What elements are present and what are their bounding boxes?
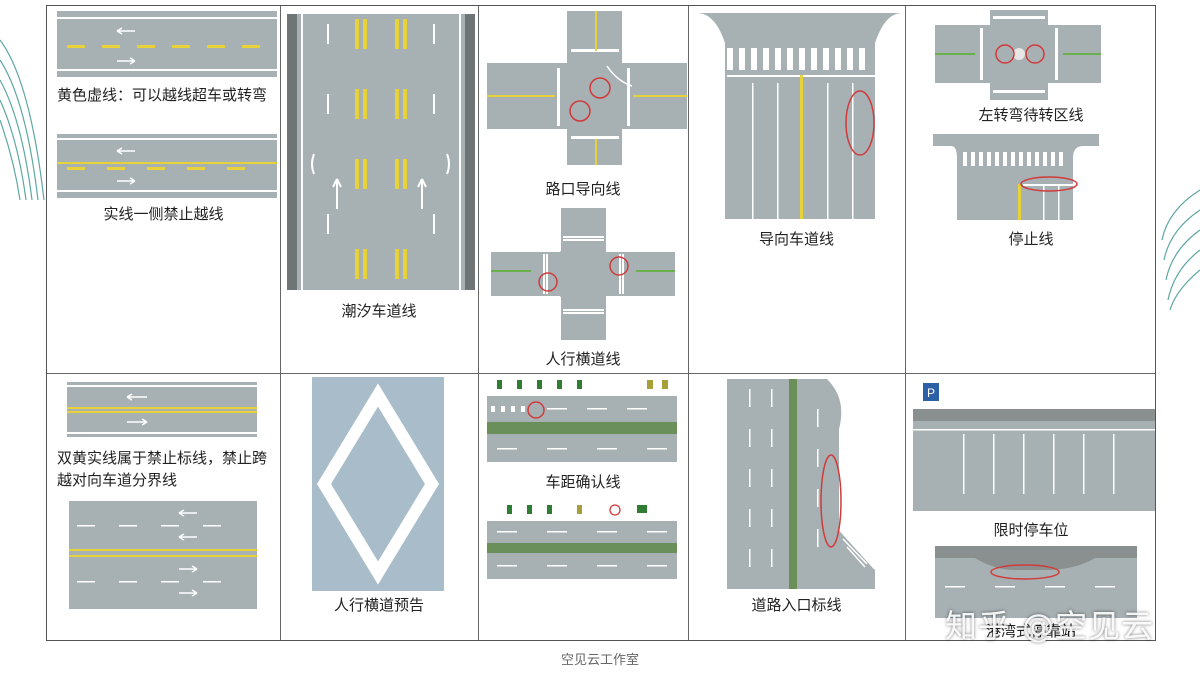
footer-studio-name: 空见云工作室 (560, 653, 639, 668)
tidal-lane-caption: 潮汐车道线 (341, 302, 417, 320)
distance-check-bottom-image (487, 503, 677, 579)
stop-line-image (933, 134, 1099, 220)
guide-lane-image (697, 13, 902, 219)
road-entrance-caption: 道路入口标线 (751, 596, 842, 614)
watermark: 知乎 @空见云 (945, 607, 1155, 645)
crosswalk-image (491, 208, 675, 340)
left-turn-wait-image (935, 10, 1101, 100)
double-yellow-bottom-image (69, 501, 257, 609)
distance-check-caption: 车距确认线 (545, 473, 621, 491)
timed-parking-caption: 限时停车位 (993, 521, 1069, 539)
markings-table: 黄色虚线：可以越线超车或转弯 实线一侧禁止越线 (46, 5, 1156, 641)
double-yellow-caption: 双黄实线属于禁止标线，禁止跨越对向车道分界线 (57, 449, 268, 489)
solid-line-one-side-image (57, 134, 277, 198)
junction-guide-image (487, 11, 687, 165)
right-decorative-lines (1161, 189, 1200, 310)
yellow-dashed-caption: 黄色虚线：可以越线超车或转弯 (57, 86, 268, 104)
timed-parking-image: P (913, 379, 1155, 511)
left-decorative-lines (0, 39, 45, 200)
parking-sign-text: P (927, 386, 935, 400)
distance-check-top-image (487, 378, 677, 466)
guide-lane-caption: 导向车道线 (758, 230, 834, 248)
road-entrance-image (727, 379, 875, 589)
harbor-bay-image (935, 546, 1137, 618)
harbor-bay-caption: 港湾式停靠站 (985, 622, 1076, 640)
stop-line-caption: 停止线 (1008, 230, 1054, 248)
junction-guide-caption: 路口导向线 (545, 180, 621, 198)
yellow-dashed-line-image (57, 11, 277, 77)
solid-one-side-caption: 实线一侧禁止越线 (103, 205, 224, 223)
left-turn-wait-caption: 左转弯待转区线 (978, 106, 1084, 124)
crosswalk-warning-image (312, 377, 444, 591)
tidal-lane-image (287, 14, 475, 290)
crosswalk-warning-caption: 人行横道预告 (333, 596, 424, 614)
crosswalk-caption: 人行横道线 (545, 350, 621, 368)
double-yellow-top-image (67, 382, 257, 437)
